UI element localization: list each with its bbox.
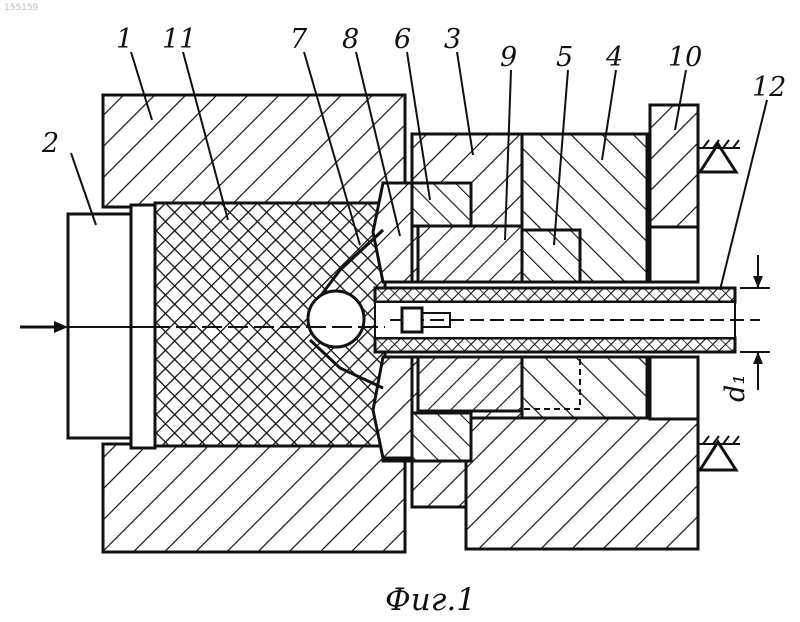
label-5: 5: [556, 42, 573, 73]
force-arrow: [20, 321, 68, 333]
label-3: 3: [444, 24, 461, 55]
figure-caption: Фиг.1: [385, 582, 476, 618]
label-8: 8: [342, 24, 359, 55]
dimension-label: d₁: [720, 374, 751, 402]
label-11: 11: [162, 24, 196, 55]
corner-scan-id: 155159: [4, 3, 39, 13]
label-7: 7: [290, 24, 308, 55]
label-10: 10: [668, 42, 702, 73]
label-1: 1: [116, 24, 133, 55]
label-12: 12: [752, 72, 786, 103]
part-12-tube: [375, 288, 760, 352]
label-9: 9: [500, 42, 517, 73]
label-4: 4: [605, 42, 623, 73]
label-2: 2: [41, 128, 59, 159]
label-6: 6: [394, 24, 411, 55]
